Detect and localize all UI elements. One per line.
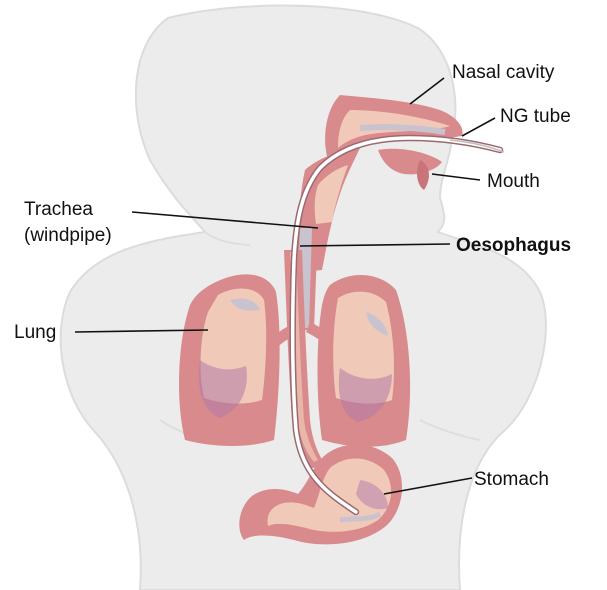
label-ng-tube: NG tube — [500, 106, 571, 127]
label-oesophagus: Oesophagus — [456, 235, 571, 256]
label-stomach: Stomach — [474, 469, 549, 490]
label-lung: Lung — [14, 322, 56, 343]
label-nasal-cavity: Nasal cavity — [452, 62, 555, 83]
lung-left — [179, 274, 280, 446]
label-mouth: Mouth — [487, 171, 540, 192]
label-trachea: Trachea — [24, 199, 93, 220]
leader-ng-tube — [462, 118, 495, 136]
label-windpipe: (windpipe) — [24, 225, 112, 246]
lung-right — [318, 275, 411, 447]
